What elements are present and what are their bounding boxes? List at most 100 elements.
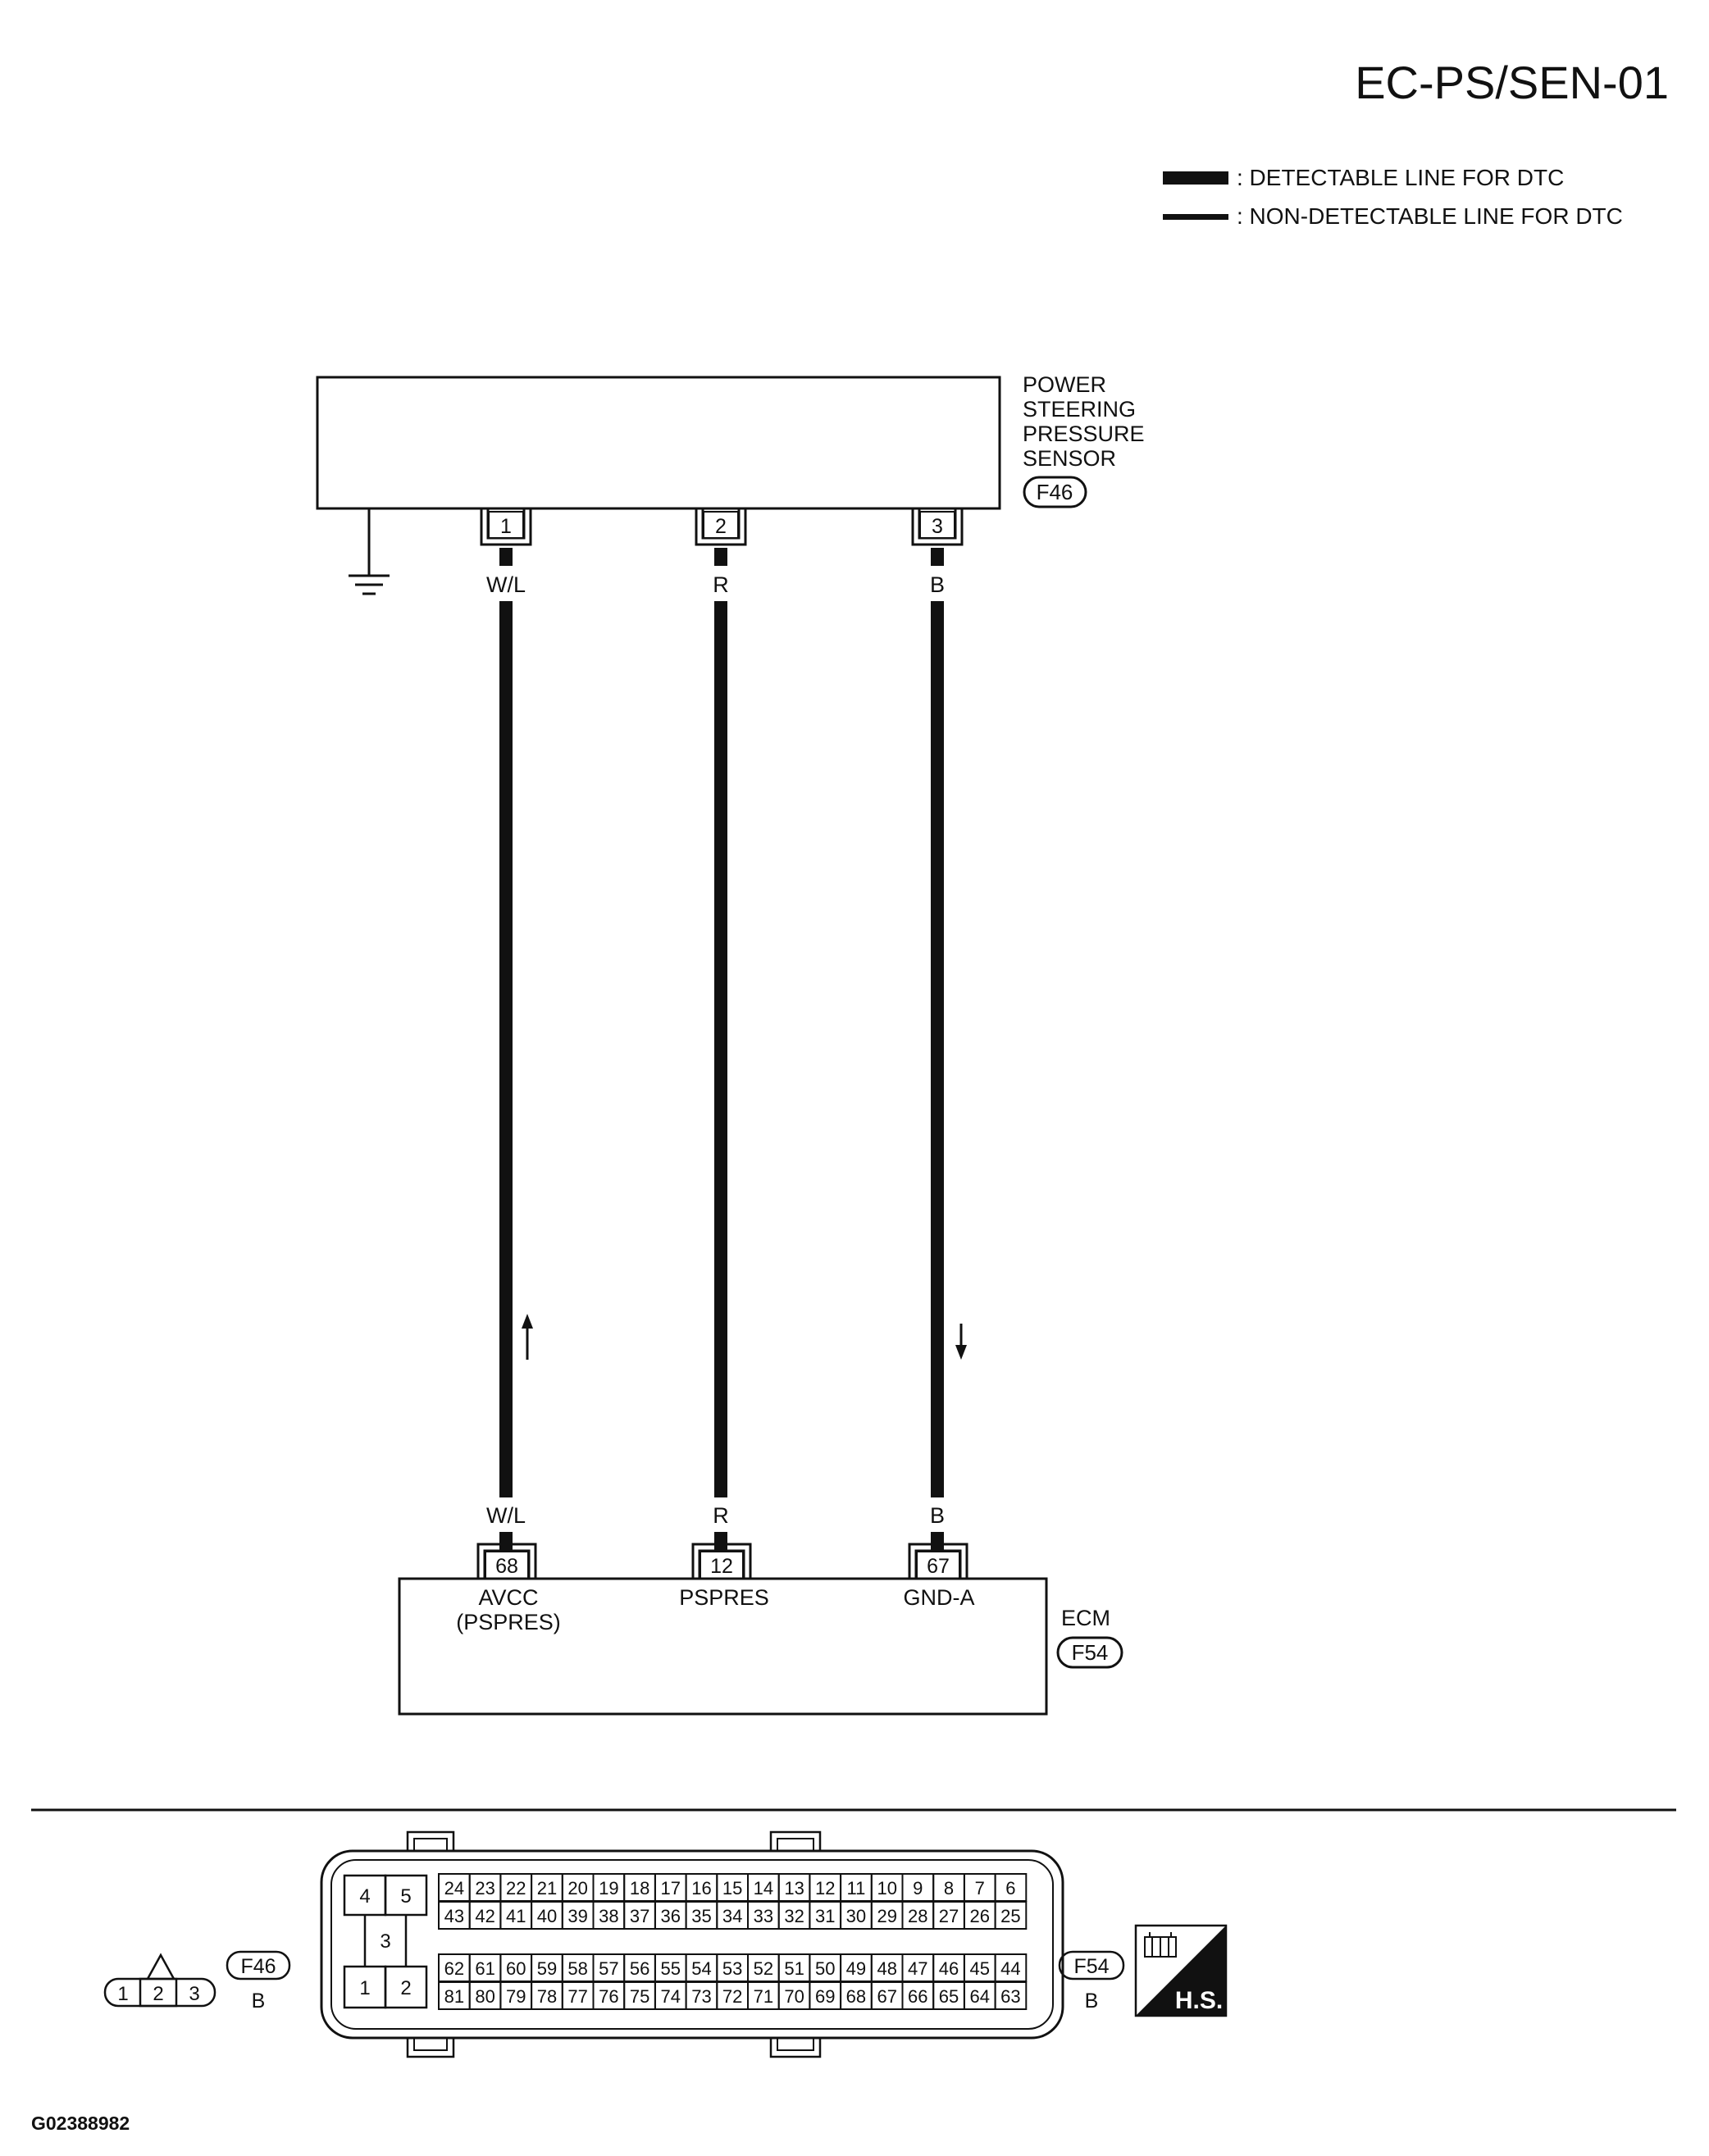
ecm-connector-id: F54 xyxy=(1072,1640,1109,1665)
f54-terminal-number: 14 xyxy=(754,1878,773,1898)
f46-view-pin-3: 3 xyxy=(189,1983,199,2005)
f54-terminal-number: 20 xyxy=(567,1878,587,1898)
f54-terminal-number: 70 xyxy=(784,1986,804,2007)
f46-view-color: B xyxy=(252,1990,266,2012)
f54-power-pin-3: 3 xyxy=(380,1930,390,1953)
f54-terminal-number: 15 xyxy=(722,1878,742,1898)
sensor-pin-1: 1 xyxy=(480,508,532,546)
f54-view-id: F54 xyxy=(1073,1955,1109,1978)
f46-key-icon xyxy=(146,1953,175,1980)
f46-view-pin-2: 2 xyxy=(153,1983,163,2005)
ecm-terminal-67-label: GND-A xyxy=(904,1585,975,1610)
f54-terminal-number: 52 xyxy=(754,1958,773,1979)
f54-terminal-number: 73 xyxy=(691,1986,711,2007)
f54-terminal-number: 26 xyxy=(970,1906,990,1926)
f54-terminal-number: 54 xyxy=(691,1958,711,1979)
sensor-pin-1-number: 1 xyxy=(500,515,512,538)
f54-terminal-number: 55 xyxy=(661,1958,681,1979)
f54-terminal-number: 69 xyxy=(815,1986,835,2007)
ecm-pin-12: 12 xyxy=(691,1543,752,1579)
legend-detectable-label: : DETECTABLE LINE FOR DTC xyxy=(1237,165,1564,190)
f54-terminal-number: 35 xyxy=(691,1906,711,1926)
wire-wl-top-label: W/L xyxy=(486,572,526,597)
f54-terminal-number: 10 xyxy=(877,1878,896,1898)
f54-terminal-number: 46 xyxy=(939,1958,959,1979)
f54-terminal-number: 51 xyxy=(784,1958,804,1979)
sensor-name-line-3: PRESSURE xyxy=(1023,422,1145,446)
f54-terminal-number: 80 xyxy=(475,1986,494,2007)
f54-terminal-number: 53 xyxy=(722,1958,742,1979)
ecm-terminal-68-label-1: AVCC xyxy=(478,1585,538,1610)
legend-non-detectable-label: : NON-DETECTABLE LINE FOR DTC xyxy=(1237,203,1623,229)
f54-terminal-number: 9 xyxy=(913,1878,923,1898)
f54-terminal-number: 81 xyxy=(444,1986,464,2007)
f54-terminal-number: 8 xyxy=(944,1878,954,1898)
ecm-pin-67: 67 xyxy=(908,1543,968,1579)
f54-terminal-number: 29 xyxy=(877,1906,896,1926)
f54-terminal-number: 67 xyxy=(877,1986,896,2007)
f54-terminal-number: 78 xyxy=(537,1986,557,2007)
f54-terminal-number: 22 xyxy=(506,1878,526,1898)
wire-wl-bottom-label: W/L xyxy=(486,1503,526,1528)
f54-terminal-number: 57 xyxy=(599,1958,618,1979)
sensor-pin-3-number: 3 xyxy=(932,515,943,538)
ground-icon xyxy=(349,508,390,595)
f54-terminal-number: 32 xyxy=(784,1906,804,1926)
ecm-connector-badge xyxy=(1056,1636,1123,1669)
image-code: G02388982 xyxy=(31,2113,130,2134)
f54-terminal-number: 79 xyxy=(506,1986,526,2007)
wire-r: R R xyxy=(713,548,729,1550)
wire-r-bottom-label: R xyxy=(713,1503,729,1528)
legend-thin-line xyxy=(1163,214,1228,220)
f54-power-terminals: 4 5 3 1 2 xyxy=(343,1874,428,2009)
f54-terminal-number: 17 xyxy=(661,1878,681,1898)
wire-b-bottom-label: B xyxy=(930,1503,945,1528)
ecm-pin-68-number: 68 xyxy=(495,1555,518,1578)
f54-terminal-number: 48 xyxy=(877,1958,896,1979)
f54-power-pin-4: 4 xyxy=(359,1885,370,1908)
f54-power-pin-5: 5 xyxy=(400,1885,411,1908)
f54-terminal-number: 47 xyxy=(908,1958,927,1979)
f54-terminal-number: 38 xyxy=(599,1906,618,1926)
f54-terminal-number: 6 xyxy=(1005,1878,1015,1898)
f54-terminal-number: 65 xyxy=(939,1986,959,2007)
ecm-terminal-68-label-2: (PSPRES) xyxy=(456,1610,561,1634)
f54-terminal-number: 19 xyxy=(599,1878,618,1898)
f54-terminal-number: 25 xyxy=(1000,1906,1020,1926)
sensor-box xyxy=(316,376,1001,510)
hs-label: H.S. xyxy=(1175,1987,1223,2014)
ecm-pin-12-number: 12 xyxy=(710,1555,733,1578)
f54-terminal-number: 13 xyxy=(784,1878,804,1898)
f54-terminal-number: 56 xyxy=(630,1958,649,1979)
f46-view-pin-1: 1 xyxy=(117,1983,128,2005)
arrow-down-icon xyxy=(955,1324,967,1360)
f54-terminal-number: 36 xyxy=(661,1906,681,1926)
sensor-component: POWER STEERING PRESSURE SENSOR F46 xyxy=(316,372,1145,595)
sensor-name-line-1: POWER xyxy=(1023,372,1106,397)
sensor-pin-2-number: 2 xyxy=(715,515,727,538)
f54-terminal-number: 62 xyxy=(444,1958,464,1979)
f54-terminal-number: 11 xyxy=(846,1878,865,1898)
f54-terminal-number: 45 xyxy=(970,1958,990,1979)
ecm-pin-67-number: 67 xyxy=(927,1555,950,1578)
f54-terminal-number: 58 xyxy=(567,1958,587,1979)
f54-terminal-number: 12 xyxy=(815,1878,835,1898)
f54-terminal-number: 21 xyxy=(537,1878,557,1898)
f54-terminal-number: 44 xyxy=(1000,1958,1020,1979)
f54-terminal-number: 49 xyxy=(846,1958,866,1979)
sensor-connector-id: F46 xyxy=(1037,480,1073,504)
f54-terminal-cell xyxy=(994,1901,1028,1930)
f54-terminal-number: 41 xyxy=(506,1906,526,1926)
ecm-terminal-12-label: PSPRES xyxy=(679,1585,769,1610)
f54-terminal-cell xyxy=(994,1981,1028,2010)
sensor-name-line-4: SENSOR xyxy=(1023,446,1116,471)
f54-power-pin-2: 2 xyxy=(400,1977,411,1999)
sensor-connector-badge xyxy=(1023,476,1087,508)
f54-terminal-number: 42 xyxy=(475,1906,494,1926)
wire-b-top-label: B xyxy=(930,572,945,597)
f46-view-badge xyxy=(226,1950,291,1981)
f54-terminal-number: 24 xyxy=(444,1878,464,1898)
f54-terminal-number: 76 xyxy=(599,1986,618,2007)
f54-terminal-number: 66 xyxy=(908,1986,927,2007)
